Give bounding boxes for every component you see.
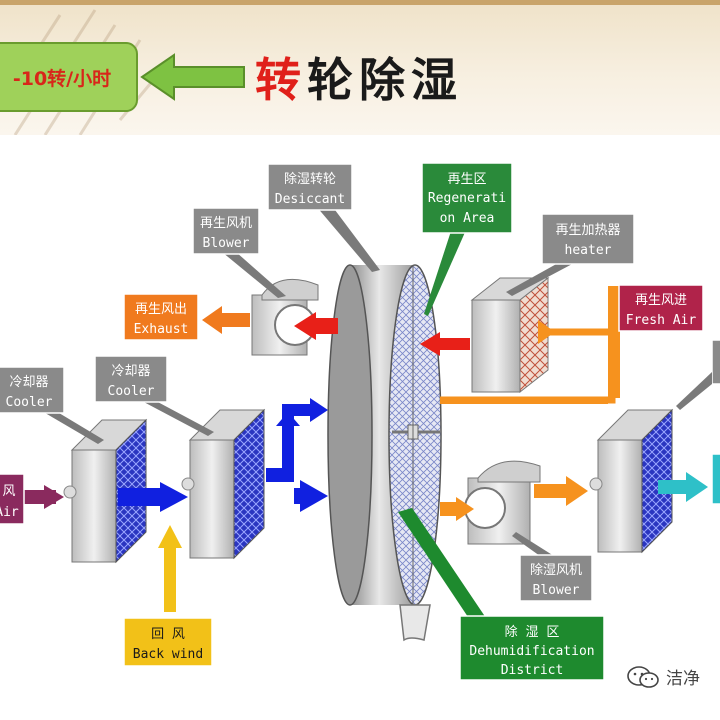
label-exhaust: 再生风出 Exhaust <box>123 293 199 341</box>
svg-text:再生风出: 再生风出 <box>135 302 187 317</box>
svg-text:Back wind: Back wind <box>133 647 203 662</box>
svg-text:再生风机: 再生风机 <box>200 216 252 231</box>
wechat-icon <box>627 666 659 688</box>
svg-text:Cooler: Cooler <box>6 395 53 410</box>
svg-text:除 湿 区: 除 湿 区 <box>505 625 560 640</box>
wheel-drive-belt <box>399 604 431 642</box>
svg-text:Air: Air <box>0 505 19 520</box>
watermark-text: 洁净 <box>666 669 700 689</box>
svg-text:heater: heater <box>565 243 612 258</box>
svg-text:on Area: on Area <box>440 211 495 226</box>
speed-badge: -10转/小时 <box>0 42 138 112</box>
label-back-wind: 回 风 Back wind <box>123 617 213 667</box>
left-arrow-icon <box>140 53 245 101</box>
svg-text:Blower: Blower <box>203 236 250 251</box>
label-desiccant: 除湿转轮 Desiccant <box>267 163 380 272</box>
process-air-path <box>20 398 708 612</box>
label-regen-area: 再生区 Regenerati on Area <box>421 162 513 316</box>
label-stub-right-top <box>676 339 720 410</box>
mid-cooler-unit <box>181 408 266 560</box>
title-first-char: 转 <box>255 53 307 107</box>
svg-text:Exhaust: Exhaust <box>134 322 189 337</box>
svg-text:再生加热器: 再生加热器 <box>555 223 620 238</box>
svg-text:Dehumidification: Dehumidification <box>469 644 594 659</box>
title-rest: 轮除湿 <box>307 53 463 107</box>
label-fresh-air: 再生风进 Fresh Air <box>618 284 704 332</box>
page-title: 转轮除湿 <box>255 44 463 110</box>
svg-text:District: District <box>501 663 564 678</box>
label-cooler-mid: 冷却器 Cooler <box>94 355 214 436</box>
svg-text:回 风: 回 风 <box>151 627 185 642</box>
svg-text:冷却器: 冷却器 <box>111 364 150 379</box>
label-cooler-left: 冷却器 Cooler <box>0 366 104 444</box>
right-cooler-unit <box>589 408 674 554</box>
regen-air-path <box>202 286 620 404</box>
label-regen-heater: 再生加热器 heater <box>506 213 635 296</box>
svg-text:Desiccant: Desiccant <box>275 192 345 207</box>
desiccant-wheel <box>327 264 442 606</box>
svg-text:Regenerati: Regenerati <box>428 191 506 206</box>
dehum-blower-unit <box>464 460 541 545</box>
svg-text:Cooler: Cooler <box>108 384 155 399</box>
svg-text:再生区: 再生区 <box>447 172 486 187</box>
header-band: -10转/小时 转轮除湿 <box>0 0 720 135</box>
svg-text:除湿风机: 除湿风机 <box>530 563 582 578</box>
label-dehum-blower: 除湿风机 Blower <box>512 532 593 602</box>
svg-text:Fresh Air: Fresh Air <box>626 313 697 328</box>
svg-text:冷却器: 冷却器 <box>9 375 48 390</box>
label-stub-right-cyan <box>711 453 720 505</box>
label-regen-blower: 再生风机 Blower <box>192 207 286 298</box>
regen-heater-unit <box>470 276 550 394</box>
svg-text:除湿转轮: 除湿转轮 <box>284 172 336 187</box>
svg-text:再生风进: 再生风进 <box>635 293 687 308</box>
label-inlet-air: 风 Air <box>0 473 25 525</box>
label-dehum-district: 除 湿 区 Dehumidification District <box>398 508 605 681</box>
svg-text:Blower: Blower <box>533 583 580 598</box>
svg-text:风: 风 <box>2 484 15 499</box>
header-stripe <box>0 0 720 5</box>
